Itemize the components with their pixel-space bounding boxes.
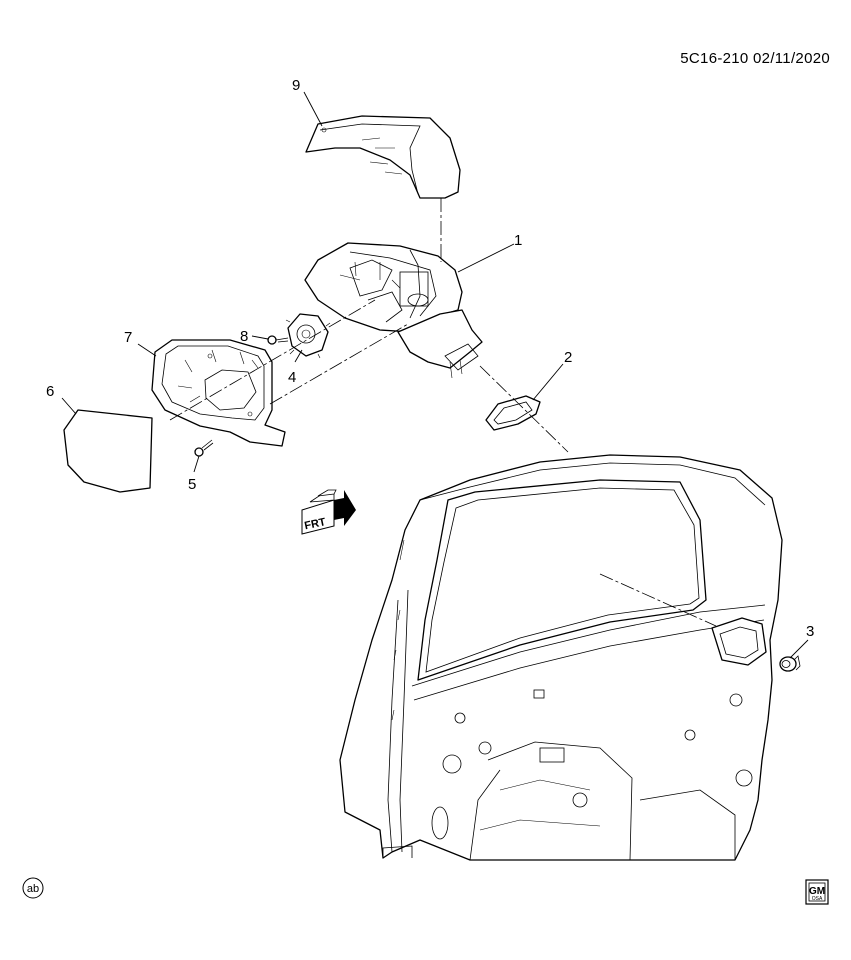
assembly-lines [169,198,717,627]
part-3-nut [779,655,801,672]
gm-logo-subtext: OSA [812,896,823,902]
part-9-mirror-cover [305,115,461,199]
callout-1: 1 [514,232,522,249]
callout-4: 4 [288,369,296,386]
callouts: 9 1 2 3 4 5 6 7 8 [46,77,814,640]
callout-8: 8 [240,328,248,345]
part-5-screw [194,439,214,457]
part-2-mirror-seal [485,395,541,431]
front-label: FRT [303,516,327,532]
part-7-mirror-bezel [151,339,286,447]
variant-mark-text: ab [27,883,39,895]
callout-2: 2 [564,349,572,366]
gm-logo: GM OSA [805,879,829,905]
part-6-mirror-glass [63,409,153,493]
variant-mark: ab [22,877,44,899]
part-1-mirror-housing [304,242,483,379]
part-4-mirror-actuator [285,313,331,359]
callout-9: 9 [292,77,300,94]
callout-5: 5 [188,476,196,493]
front-door-frame [339,454,783,861]
callout-3: 3 [806,623,814,640]
part-8-screw [267,335,289,345]
leader-lines [61,91,809,659]
diagram-id: 5C16-210 02/11/2020 [680,50,830,67]
gm-logo-text: GM [809,886,825,897]
callout-7: 7 [124,329,132,346]
callout-6: 6 [46,383,54,400]
front-arrow-icon: FRT [301,489,356,535]
